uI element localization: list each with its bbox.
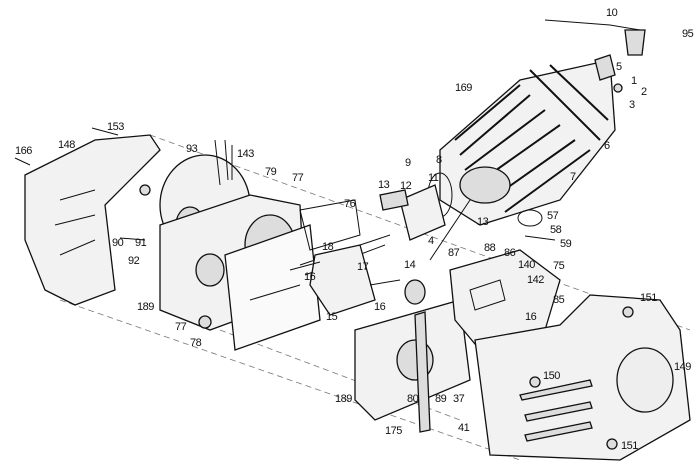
gasket — [299, 199, 361, 251]
part-label: 58 — [550, 224, 562, 236]
spark-plug — [594, 54, 616, 81]
part-label: 150 — [543, 370, 560, 382]
part-label: 77 — [175, 321, 187, 333]
part-label: 175 — [385, 425, 402, 437]
part-label: 4 — [428, 235, 434, 247]
part-label: 41 — [458, 422, 470, 434]
part-label: 16 — [374, 301, 386, 313]
part-label: 13 — [477, 216, 489, 228]
part-label: 91 — [135, 237, 147, 249]
ignition-cable — [544, 19, 641, 31]
left-crankcase — [159, 194, 321, 351]
part-label: 86 — [504, 247, 516, 259]
part-label: 88 — [484, 242, 496, 254]
clutch-cover — [474, 294, 691, 461]
piston — [299, 172, 471, 276]
part-label: 7 — [570, 171, 576, 183]
part-label: 10 — [606, 7, 618, 19]
part-label: 142 — [527, 274, 544, 286]
part-label: 148 — [58, 139, 75, 151]
part-label: 166 — [15, 145, 32, 157]
part-label: 16 — [304, 271, 316, 283]
part-label: 78 — [190, 337, 202, 349]
part-label: 2 — [641, 86, 647, 98]
right-crankcase — [354, 249, 561, 433]
part-label: 80 — [407, 393, 419, 405]
part-label: 87 — [448, 247, 460, 259]
part-label: 93 — [186, 143, 198, 155]
part-label: 6 — [604, 140, 610, 152]
part-label: 151 — [640, 292, 657, 304]
part-label: 14 — [404, 259, 416, 271]
part-label: 57 — [547, 210, 559, 222]
cylinder — [439, 59, 616, 226]
part-label: 151 — [621, 440, 638, 452]
part-label: 76 — [344, 198, 356, 210]
part-label: 143 — [237, 148, 254, 160]
part-label: 189 — [335, 393, 352, 405]
part-label: 75 — [553, 260, 565, 272]
part-label: 149 — [674, 361, 691, 373]
part-label: 85 — [553, 294, 565, 306]
exhaust-clamp — [517, 209, 543, 227]
part-label: 92 — [128, 255, 140, 267]
part-label: 17 — [357, 261, 369, 273]
flywheel-cover — [14, 127, 161, 306]
part-label: 37 — [453, 393, 465, 405]
part-label: 3 — [629, 99, 635, 111]
part-label: 189 — [137, 301, 154, 313]
part-label: 5 — [616, 61, 622, 73]
part-label: 18 — [322, 241, 334, 253]
part-label: 153 — [107, 121, 124, 133]
part-label: 16 — [525, 311, 537, 323]
crankshaft — [289, 244, 426, 316]
part-label: 8 — [436, 154, 442, 166]
part-label: 89 — [435, 393, 447, 405]
drain-plug — [198, 315, 212, 329]
part-label: 95 — [682, 28, 694, 40]
part-label: 140 — [518, 259, 535, 271]
part-label: 77 — [292, 172, 304, 184]
part-label: 13 — [378, 179, 390, 191]
nut — [613, 83, 623, 93]
spark-plug-cap — [624, 29, 646, 56]
part-label: 169 — [455, 82, 472, 94]
part-label: 79 — [265, 166, 277, 178]
part-label: 59 — [560, 238, 572, 250]
part-label: 90 — [112, 237, 124, 249]
part-label: 15 — [326, 311, 338, 323]
part-label: 11 — [428, 172, 439, 184]
part-label: 1 — [631, 75, 637, 87]
part-label: 9 — [405, 157, 411, 169]
part-label: 12 — [400, 180, 412, 192]
